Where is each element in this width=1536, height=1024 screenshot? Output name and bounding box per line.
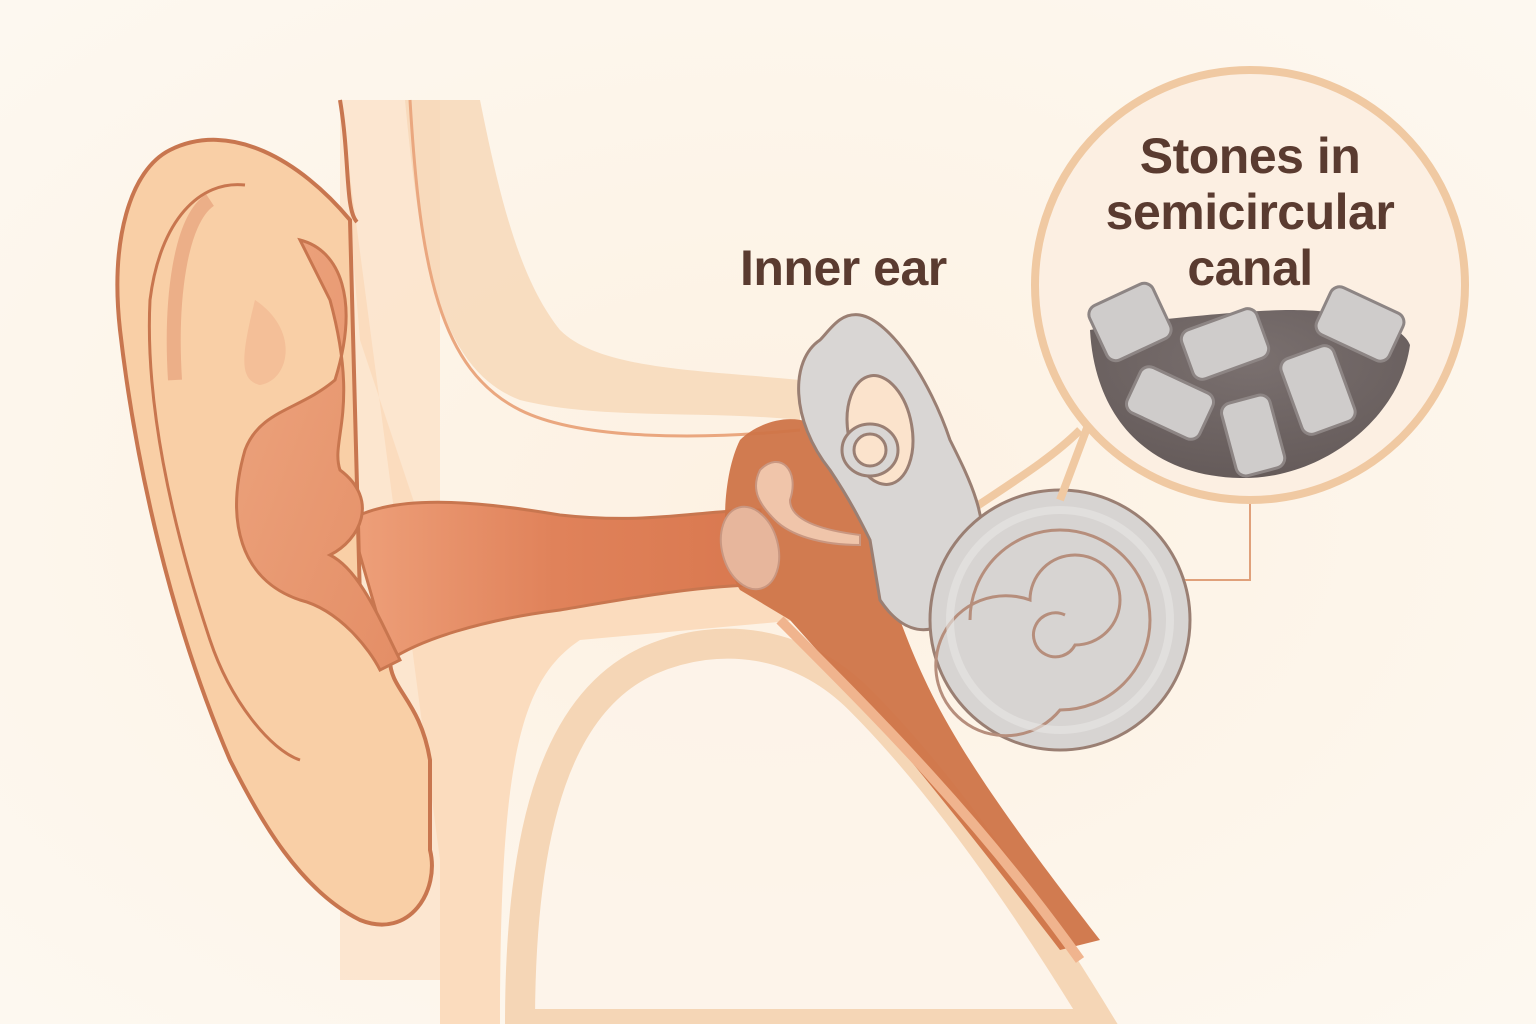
outer-ear	[115, 137, 434, 927]
middle-ear	[725, 419, 1100, 951]
callout-line-3: canal	[1187, 240, 1313, 296]
concha	[235, 237, 403, 673]
ossicles	[719, 460, 861, 591]
callout-circle	[1031, 66, 1469, 504]
stones-callout-label: Stones in semicircular canal	[1060, 128, 1440, 296]
otoconia-stones	[1087, 281, 1406, 478]
callout-line-1: Stones in	[1139, 128, 1361, 184]
inner-ear-label: Inner ear	[740, 240, 947, 296]
callout-line-2: semicircular	[1105, 184, 1395, 240]
callout-connector	[1185, 500, 1251, 581]
inner-ear	[797, 313, 1192, 752]
